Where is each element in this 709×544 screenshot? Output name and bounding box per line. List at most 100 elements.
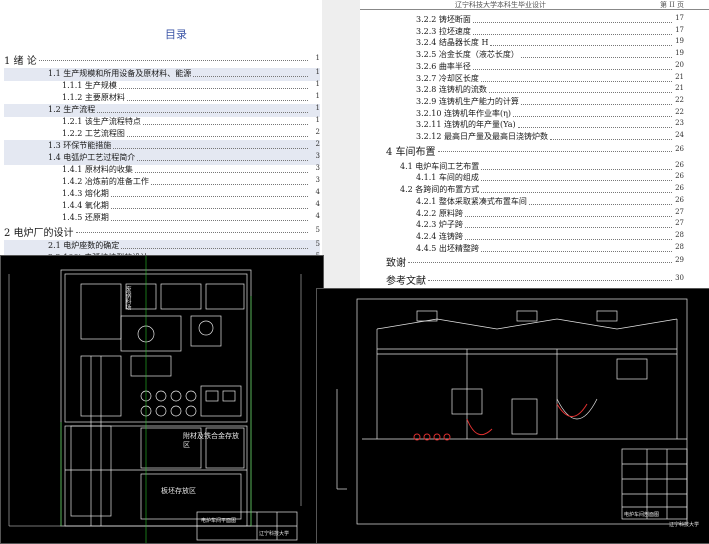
cad-label-slab-storage: 板坯存放区: [161, 487, 196, 495]
toc-entry-label: 3.2.11 连铸机的年产量(Ya): [416, 120, 516, 130]
toc-entry-label: 3.2.3 拉坯速度: [416, 26, 471, 36]
toc-leader-dots: [481, 168, 672, 170]
toc-entry-label: 1.4.2 冶炼前的准备工作: [62, 177, 149, 186]
toc-entry[interactable]: 3.2.8 连铸机的流数 21: [386, 84, 684, 97]
toc-entry-page: 21: [675, 84, 684, 93]
toc-entry-label: 3.2.12 最高日产量及最高日浇铸炉数: [416, 132, 548, 141]
page-gap: [322, 0, 360, 290]
cad-section-title: 电炉车间剖面图: [624, 512, 660, 518]
toc-leader-dots: [408, 262, 672, 264]
toc-entry[interactable]: 1.2.2 工艺流程图 2: [4, 128, 320, 141]
toc-entry[interactable]: 3.2.10 连铸机年作业率(η)22: [386, 108, 684, 121]
toc-leader-dots: [517, 127, 672, 129]
toc-leader-dots: [142, 124, 308, 125]
toc-entry-page: 30: [675, 274, 684, 283]
cad-section-drawing: 电炉车间剖面图 辽宁科技大学: [316, 288, 709, 544]
toc-entry[interactable]: 3.2.11 连铸机的年产量(Ya) 23: [386, 119, 684, 132]
toc-leader-dots: [480, 80, 672, 82]
toc-leader-dots: [150, 184, 308, 185]
toc-leader-dots: [126, 136, 308, 137]
toc-leader-dots: [464, 227, 672, 229]
header-rule: [360, 9, 709, 10]
toc-entry-label: 1.2.2 工艺流程图: [62, 129, 125, 138]
toc-entry-label: 4.2 各跨间的布置方式: [400, 185, 480, 195]
toc-entry-page: 1: [315, 116, 320, 124]
toc-entry-page: 19: [675, 49, 684, 58]
toc-leader-dots: [437, 150, 672, 152]
toc-entry-label: 2.1 电炉座数的确定: [48, 241, 120, 250]
toc-leader-dots: [472, 33, 672, 35]
toc-entry-page: 23: [675, 119, 684, 128]
toc-entry-label: 3.2.2 铸坯断面: [416, 15, 471, 24]
toc-leader-dots: [513, 115, 672, 117]
toc-entry-label: 4 车间布置: [386, 146, 436, 158]
toc-leader-dots: [428, 280, 672, 282]
toc-entry-page: 4: [315, 188, 320, 196]
toc-entry-label: 致谢: [386, 258, 406, 270]
toc-entry-label: 4.2.4 连铸跨: [416, 231, 463, 241]
toc-entry-label: 4.1.1 车间的组成: [416, 173, 479, 183]
toc-entry-page: 19: [675, 37, 684, 46]
toc-entry[interactable]: 3.2.5 冶金长度（液芯长度）19: [386, 49, 684, 62]
toc-entry-label: 3.2.8 连铸机的流数: [416, 85, 487, 95]
toc-leader-dots: [121, 248, 308, 249]
toc-entry-label: 1.2.1 该生产流程特点: [62, 117, 141, 126]
toc-leader-dots: [193, 76, 308, 77]
toc-entry-page: 26: [675, 172, 684, 181]
toc-entry-label: 4.2.2 原料跨: [416, 208, 463, 218]
toc-entry[interactable]: 4.1.1 车间的组成 26: [386, 172, 684, 185]
toc-entry-page: 2: [315, 128, 320, 136]
toc-entry[interactable]: 1.2.1 该生产流程特点 1: [4, 116, 320, 129]
toc-leader-dots: [490, 45, 672, 47]
toc-entry[interactable]: 4.2.2 原料跨 27: [386, 208, 684, 221]
toc-entry-page: 1: [315, 104, 320, 112]
toc-leader-dots: [97, 112, 308, 113]
toc-entry[interactable]: 2 电炉厂的设计 5: [4, 224, 320, 240]
toc-entry-page: 27: [675, 207, 684, 216]
toc-leader-dots: [113, 148, 308, 149]
toc-entry-page: 5: [315, 226, 320, 234]
toc-entry-label: 1.4.1 原材料的收集: [62, 165, 133, 174]
toc-entry-label: 1 绪 论: [4, 56, 37, 67]
toc-entry-page: 1: [315, 68, 320, 76]
toc-leader-dots: [75, 232, 308, 233]
toc-entry-page: 1: [315, 92, 320, 100]
cad-label-university: 辽宁科技大学: [259, 531, 290, 537]
toc-entry-page: 26: [675, 195, 684, 204]
toc-entry-label: 4.1 电炉车间工艺布置: [400, 161, 480, 171]
toc-entry-label: 4.2.3 炉子跨: [416, 220, 463, 230]
toc-leader-dots: [472, 22, 672, 23]
toc-leader-dots: [126, 100, 308, 101]
toc-entry-label: 2 电炉厂的设计: [4, 228, 74, 239]
